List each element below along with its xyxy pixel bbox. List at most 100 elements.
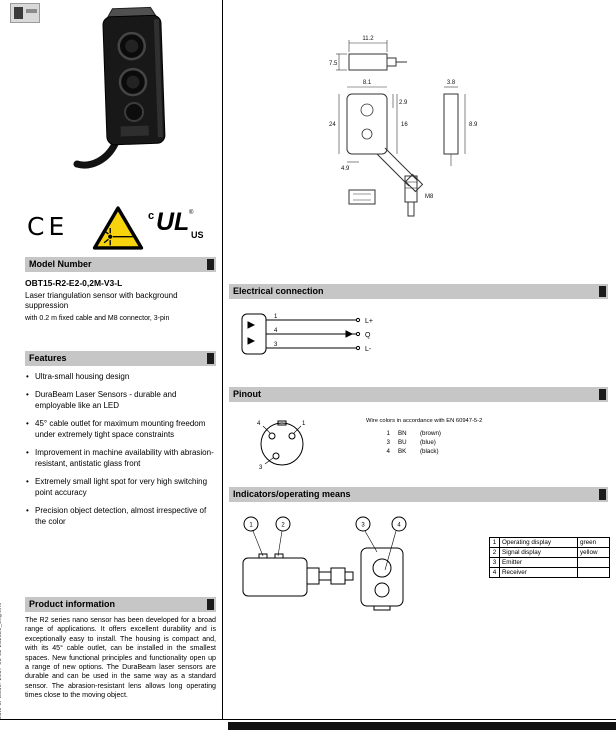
dimension-drawing: 11.2 7.5 8.1 2.9 16 24 3.8 8.9 4.9 M8: [329, 36, 478, 217]
sensor-body: [102, 6, 166, 146]
features-list: Ultra-small housing design DuraBeam Lase…: [25, 371, 215, 534]
indicator-number: 2: [489, 547, 500, 558]
indicator-number: 4: [489, 567, 500, 578]
header-bar-mark-icon: [599, 489, 606, 500]
lens-3: [124, 102, 145, 123]
section-header-indicators: Indicators/operating means: [229, 487, 608, 502]
header-bar-mark-icon: [599, 286, 606, 297]
pin-code: BU: [398, 439, 407, 446]
pinout-wire-color-note: Wire colors in accordance with EN 60947-…: [366, 418, 483, 424]
section-header-label: Model Number: [29, 259, 92, 269]
header-bar-mark-icon: [207, 259, 214, 270]
indicator-label: Receiver: [499, 567, 578, 578]
indicators-table-row: 3 Emitter: [489, 557, 610, 568]
callout-4: 4: [397, 523, 401, 529]
callout-3: 3: [361, 523, 365, 529]
laser-warning-icon: [92, 206, 144, 250]
feature-item: 45° cable outlet for maximum mounting fr…: [25, 418, 215, 441]
pinout-row: 3 BU (blue): [378, 438, 480, 447]
pinout-table: 1 BN (brown) 3 BU (blue) 4 BK (black): [378, 429, 480, 456]
header-bar-mark-icon: [599, 389, 606, 400]
section-header-label: Indicators/operating means: [233, 489, 351, 499]
header-bar-mark-icon: [207, 599, 214, 610]
section-header-label: Features: [29, 353, 67, 363]
indicator-label: Operating display: [499, 537, 578, 548]
feature-item: Improvement in machine availability with…: [25, 447, 215, 470]
model-variant: with 0.2 m fixed cable and M8 connector,…: [25, 315, 170, 322]
pinout-face-1: 1: [302, 421, 306, 427]
pinout-row: 4 BK (black): [378, 447, 480, 456]
pin-number: 3: [386, 439, 390, 446]
dim-8-1: 8.1: [363, 80, 372, 86]
pin-color: (brown): [420, 430, 441, 437]
section-header-model-number: Model Number: [25, 257, 216, 272]
dim-m8: M8: [425, 194, 434, 200]
corner-logo-block: [14, 7, 23, 19]
electrical-label-lplus: L+: [365, 318, 373, 325]
section-header-electrical-connection: Electrical connection: [229, 284, 608, 299]
feature-item: Ultra-small housing design: [25, 371, 215, 383]
page-bottom-rule: [0, 719, 616, 720]
product-information-text: The R2 series nano sensor has been devel…: [25, 616, 216, 700]
culus-c: c: [148, 210, 155, 222]
pin-color: (blue): [420, 439, 436, 446]
dim-11-2: 11.2: [362, 36, 374, 42]
indicator-number: 3: [489, 557, 500, 568]
indicators-drawing: 1 2 3 4: [242, 516, 407, 611]
callout-1: 1: [249, 523, 253, 529]
dim-4-9: 4.9: [341, 166, 350, 172]
feature-item: Extremely small light spot for very high…: [25, 476, 215, 499]
corner-logo-mark: [26, 9, 37, 13]
culus-ul: UL: [156, 208, 190, 236]
electrical-pin-4: 4: [274, 328, 278, 334]
indicator-number: 1: [489, 537, 500, 548]
dim-2-9: 2.9: [399, 100, 408, 106]
pin-code: BN: [398, 430, 407, 437]
model-number: OBT15-R2-E2-0,2M-V3-L: [25, 278, 123, 288]
footer-black-bar: [228, 722, 616, 730]
electrical-pin-3: 3: [274, 342, 278, 348]
indicator-label: Signal display: [499, 547, 578, 558]
indicator-value: green: [577, 537, 610, 548]
culus-us: US: [191, 230, 204, 240]
pin-code: BK: [398, 448, 407, 455]
pinout-connector-face: 1 4 3: [257, 420, 306, 471]
section-header-features: Features: [25, 351, 216, 366]
pin-color: (black): [420, 448, 439, 455]
column-divider: [222, 0, 223, 719]
section-header-pinout: Pinout: [229, 387, 608, 402]
dim-3-8: 3.8: [447, 80, 456, 86]
corner-logo: [10, 3, 40, 23]
ce-mark: CE: [27, 212, 69, 241]
feature-item: DuraBeam Laser Sensors - durable and emp…: [25, 389, 215, 412]
side-rotated-text: Date of issue: 2017-03-02 282020_eng.xml: [0, 602, 3, 721]
feature-item: Precision object detection, almost irres…: [25, 505, 215, 528]
dim-7-5: 7.5: [329, 61, 338, 67]
indicator-value: [577, 567, 610, 578]
culus-reg: ®: [189, 210, 194, 216]
electrical-label-q: Q: [365, 332, 371, 339]
indicators-table-row: 1 Operating display green: [489, 537, 610, 548]
electrical-label-lminus: L-: [365, 346, 372, 353]
section-header-product-information: Product information: [25, 597, 216, 612]
pinout-face-3: 3: [259, 465, 263, 471]
sensor-cable: [73, 140, 119, 169]
indicators-table-row: 4 Receiver: [489, 567, 610, 578]
pin-number: 1: [386, 430, 390, 437]
pin-number: 4: [386, 448, 390, 455]
culus-mark: c UL ® US: [148, 208, 204, 246]
indicators-table-row: 2 Signal display yellow: [489, 547, 610, 558]
dim-8-9: 8.9: [469, 122, 478, 128]
pinout-row: 1 BN (brown): [378, 429, 480, 438]
indicator-value: yellow: [577, 547, 610, 558]
electrical-pin-1: 1: [274, 314, 278, 320]
callout-2: 2: [281, 523, 285, 529]
product-photo: [73, 6, 166, 169]
indicator-label: Emitter: [499, 557, 578, 568]
indicators-table: 1 Operating display green 2 Signal displ…: [489, 537, 610, 578]
electrical-connection-diagram: 1 4 3 L+ Q L-: [241, 313, 373, 355]
dim-16: 16: [401, 122, 408, 128]
section-header-label: Pinout: [233, 389, 261, 399]
indicator-value: [577, 557, 610, 568]
